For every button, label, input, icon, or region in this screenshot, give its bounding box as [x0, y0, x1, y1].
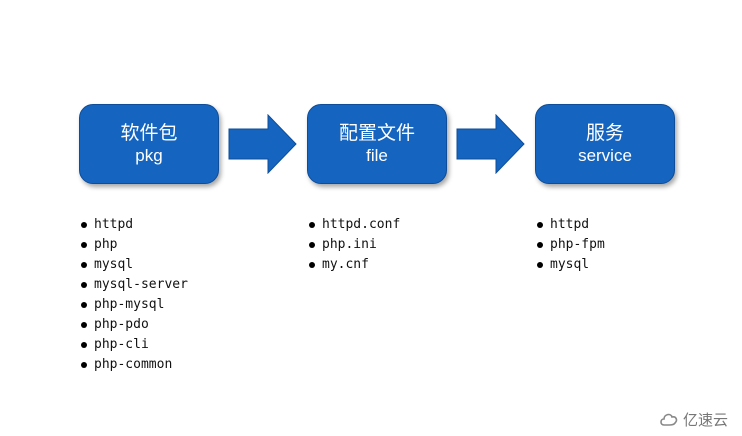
- step-title-zh: 服务: [585, 122, 624, 144]
- list-item: php.ini: [309, 235, 400, 255]
- list-item-label: mysql-server: [94, 277, 188, 292]
- step-box-pkg: 软件包 pkg: [79, 104, 219, 184]
- right-arrow-icon: [228, 114, 297, 174]
- watermark: 亿速云: [659, 409, 728, 430]
- list-item-label: php.ini: [322, 237, 377, 252]
- pkg-list: httpd php mysql mysql-server php-mysql p…: [81, 215, 188, 375]
- cloud-logo-icon: [660, 413, 678, 426]
- service-list: httpd php-fpm mysql: [537, 215, 605, 275]
- list-item: httpd: [537, 215, 605, 235]
- list-item: my.cnf: [309, 255, 400, 275]
- step-title-en: service: [578, 146, 632, 165]
- bullet-dot-icon: [309, 262, 315, 268]
- bullet-dot-icon: [81, 362, 87, 368]
- list-item-label: php-cli: [94, 337, 149, 352]
- list-item: mysql: [537, 255, 605, 275]
- step-box-file: 配置文件 file: [307, 104, 447, 184]
- list-item-label: mysql: [550, 257, 590, 272]
- list-item-label: php: [94, 237, 118, 252]
- list-item-label: httpd: [94, 217, 134, 232]
- list-item-label: php-fpm: [550, 237, 605, 252]
- list-item: php-common: [81, 355, 188, 375]
- list-item: php-mysql: [81, 295, 188, 315]
- step-box-service: 服务 service: [535, 104, 675, 184]
- bullet-dot-icon: [81, 342, 87, 348]
- bullet-dot-icon: [81, 262, 87, 268]
- list-item-label: mysql: [94, 257, 134, 272]
- list-item: php-cli: [81, 335, 188, 355]
- list-item-label: httpd: [550, 217, 590, 232]
- step-title-en: file: [366, 146, 388, 165]
- bullet-dot-icon: [81, 302, 87, 308]
- bullet-dot-icon: [309, 222, 315, 228]
- list-item-label: php-pdo: [94, 317, 149, 332]
- bullet-dot-icon: [81, 322, 87, 328]
- list-item: httpd: [81, 215, 188, 235]
- bullet-dot-icon: [81, 222, 87, 228]
- list-item: httpd.conf: [309, 215, 400, 235]
- list-item: php: [81, 235, 188, 255]
- bullet-dot-icon: [537, 222, 543, 228]
- file-list: httpd.conf php.ini my.cnf: [309, 215, 400, 275]
- watermark-text: 亿速云: [682, 411, 728, 429]
- step-title-zh: 软件包: [120, 122, 178, 144]
- right-arrow-icon: [456, 114, 525, 174]
- bullet-dot-icon: [537, 242, 543, 248]
- list-item: mysql-server: [81, 275, 188, 295]
- step-title-en: pkg: [135, 146, 163, 165]
- bullet-dot-icon: [81, 282, 87, 288]
- list-item-label: php-mysql: [94, 297, 165, 312]
- list-item-label: php-common: [94, 357, 173, 372]
- list-item: php-pdo: [81, 315, 188, 335]
- step-title-zh: 配置文件: [338, 122, 415, 144]
- bullet-dot-icon: [537, 262, 543, 268]
- bullet-dot-icon: [81, 242, 87, 248]
- list-item-label: my.cnf: [322, 257, 369, 272]
- bullet-dot-icon: [309, 242, 315, 248]
- list-item: mysql: [81, 255, 188, 275]
- list-item-label: httpd.conf: [322, 217, 401, 232]
- list-item: php-fpm: [537, 235, 605, 255]
